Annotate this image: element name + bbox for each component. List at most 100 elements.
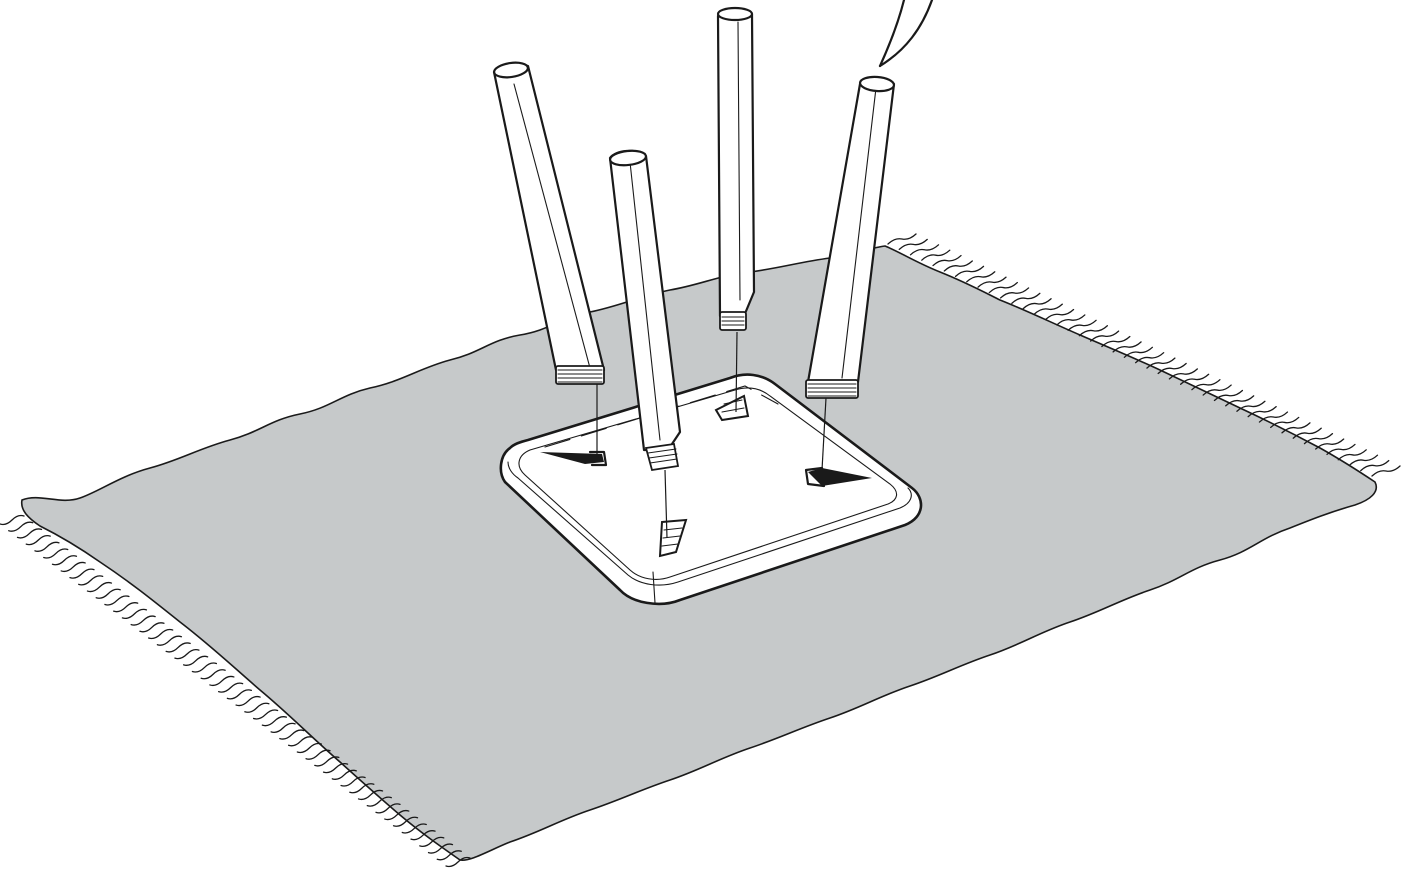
fringe-strand — [78, 575, 104, 586]
fringe-strand — [1247, 406, 1277, 418]
fringe-strand — [1011, 292, 1041, 304]
fringe-strand — [86, 581, 113, 593]
fringe-strand — [445, 856, 471, 868]
bracket-left — [540, 452, 604, 464]
plate-corner-line — [652, 571, 656, 604]
fringe-strand — [34, 541, 60, 552]
fringe-strand — [427, 843, 454, 854]
fringe-strand — [16, 528, 43, 539]
fringe-strand — [121, 608, 148, 620]
fringe-strand — [43, 548, 69, 559]
fringe-strand — [279, 729, 305, 740]
fringe-strand — [1168, 368, 1199, 380]
fringe-strand — [392, 816, 419, 827]
fringe-strand — [954, 265, 985, 278]
fringe-strand — [1315, 438, 1345, 450]
fringe-strand — [331, 769, 357, 780]
fringe-strand — [1078, 325, 1108, 337]
fringe-strand — [130, 615, 156, 626]
fringe-strand — [1360, 459, 1390, 472]
fringe-strand — [156, 635, 183, 646]
fringe-strand — [1033, 303, 1063, 315]
fringe-strand — [419, 836, 445, 848]
fringe-strand — [95, 588, 121, 599]
fringe-strand — [191, 662, 218, 673]
fringe-strand — [113, 602, 139, 613]
fringe-strand — [909, 244, 940, 256]
fringe-strand — [1134, 352, 1165, 364]
fringe-strand — [1348, 454, 1379, 466]
fringe-strand — [1022, 298, 1052, 310]
fringe-strand — [999, 287, 1030, 299]
fringe-strand — [1044, 308, 1075, 321]
fringe-strand — [261, 716, 288, 727]
leg-mounting-plate — [499, 373, 923, 606]
fringe-strand — [1225, 395, 1255, 407]
fringe-strand — [1326, 443, 1356, 456]
callout-pointer — [878, 0, 934, 68]
fringe-strand — [8, 521, 34, 532]
fringe-strand — [287, 736, 314, 747]
fringe-strand — [1270, 416, 1300, 429]
fringe-strand — [1101, 335, 1131, 348]
fringe-strand — [60, 561, 86, 573]
fringe-strand — [1303, 432, 1334, 445]
plate-bevel — [518, 387, 898, 580]
fringe-strand — [51, 555, 78, 566]
fringe-strand — [384, 809, 410, 821]
fringe-strand — [1281, 422, 1311, 434]
fringe-strand — [0, 514, 25, 526]
table-leg — [492, 61, 606, 385]
fringe-strand — [1089, 330, 1120, 342]
fringe-strand — [314, 756, 340, 767]
table-leg — [608, 149, 682, 472]
fringe-strand — [270, 722, 296, 734]
fringe-strand — [1180, 373, 1210, 385]
fringe-strand — [1112, 341, 1142, 353]
rug-fringe-right — [887, 233, 1401, 477]
fringe-strand — [410, 830, 436, 841]
fringe-strand — [1146, 357, 1176, 369]
fringe-strand — [1236, 400, 1266, 412]
fringe-strand — [932, 254, 962, 267]
fringe-strand — [200, 669, 226, 680]
fringe-strand — [1213, 389, 1244, 402]
fringe-strand — [25, 534, 51, 546]
fringe-strand — [1191, 379, 1221, 391]
fringe-strand — [322, 762, 349, 774]
fringe-strand — [1292, 427, 1322, 439]
rug-fringe-left — [0, 514, 471, 868]
fringe-strand — [375, 803, 401, 814]
fringe-strand — [244, 702, 270, 713]
fringe-strand — [252, 709, 279, 720]
fringe-strand — [165, 642, 191, 653]
fringe-strand — [1157, 362, 1187, 375]
fringe-strand — [436, 850, 462, 861]
fringe-strand — [898, 238, 928, 251]
plate-base — [499, 373, 923, 606]
fringe-strand — [401, 823, 427, 834]
fringe-strand — [988, 281, 1018, 294]
fringe-strand — [366, 796, 392, 807]
fringe-strand — [349, 783, 375, 794]
alignment-guides — [596, 331, 827, 539]
fringe-strand — [174, 648, 200, 660]
fringe-strand — [1067, 319, 1097, 331]
fringe-strand — [1258, 411, 1289, 423]
fringe-strand — [357, 789, 384, 801]
fringe-strand — [887, 233, 917, 245]
fringe-strand — [943, 260, 973, 272]
plate-hidden-edge — [544, 385, 779, 448]
plate-top-edge — [507, 461, 912, 586]
fringe-strand — [226, 689, 253, 700]
fringe-strand — [209, 675, 235, 687]
fringe-strand — [1202, 384, 1232, 396]
bracket-back — [714, 394, 750, 422]
fringe-strand — [1123, 346, 1154, 358]
fringe-strand — [235, 695, 261, 707]
fringe-strand — [977, 276, 1007, 288]
fringe-strand — [340, 776, 366, 787]
table-leg — [805, 75, 896, 399]
